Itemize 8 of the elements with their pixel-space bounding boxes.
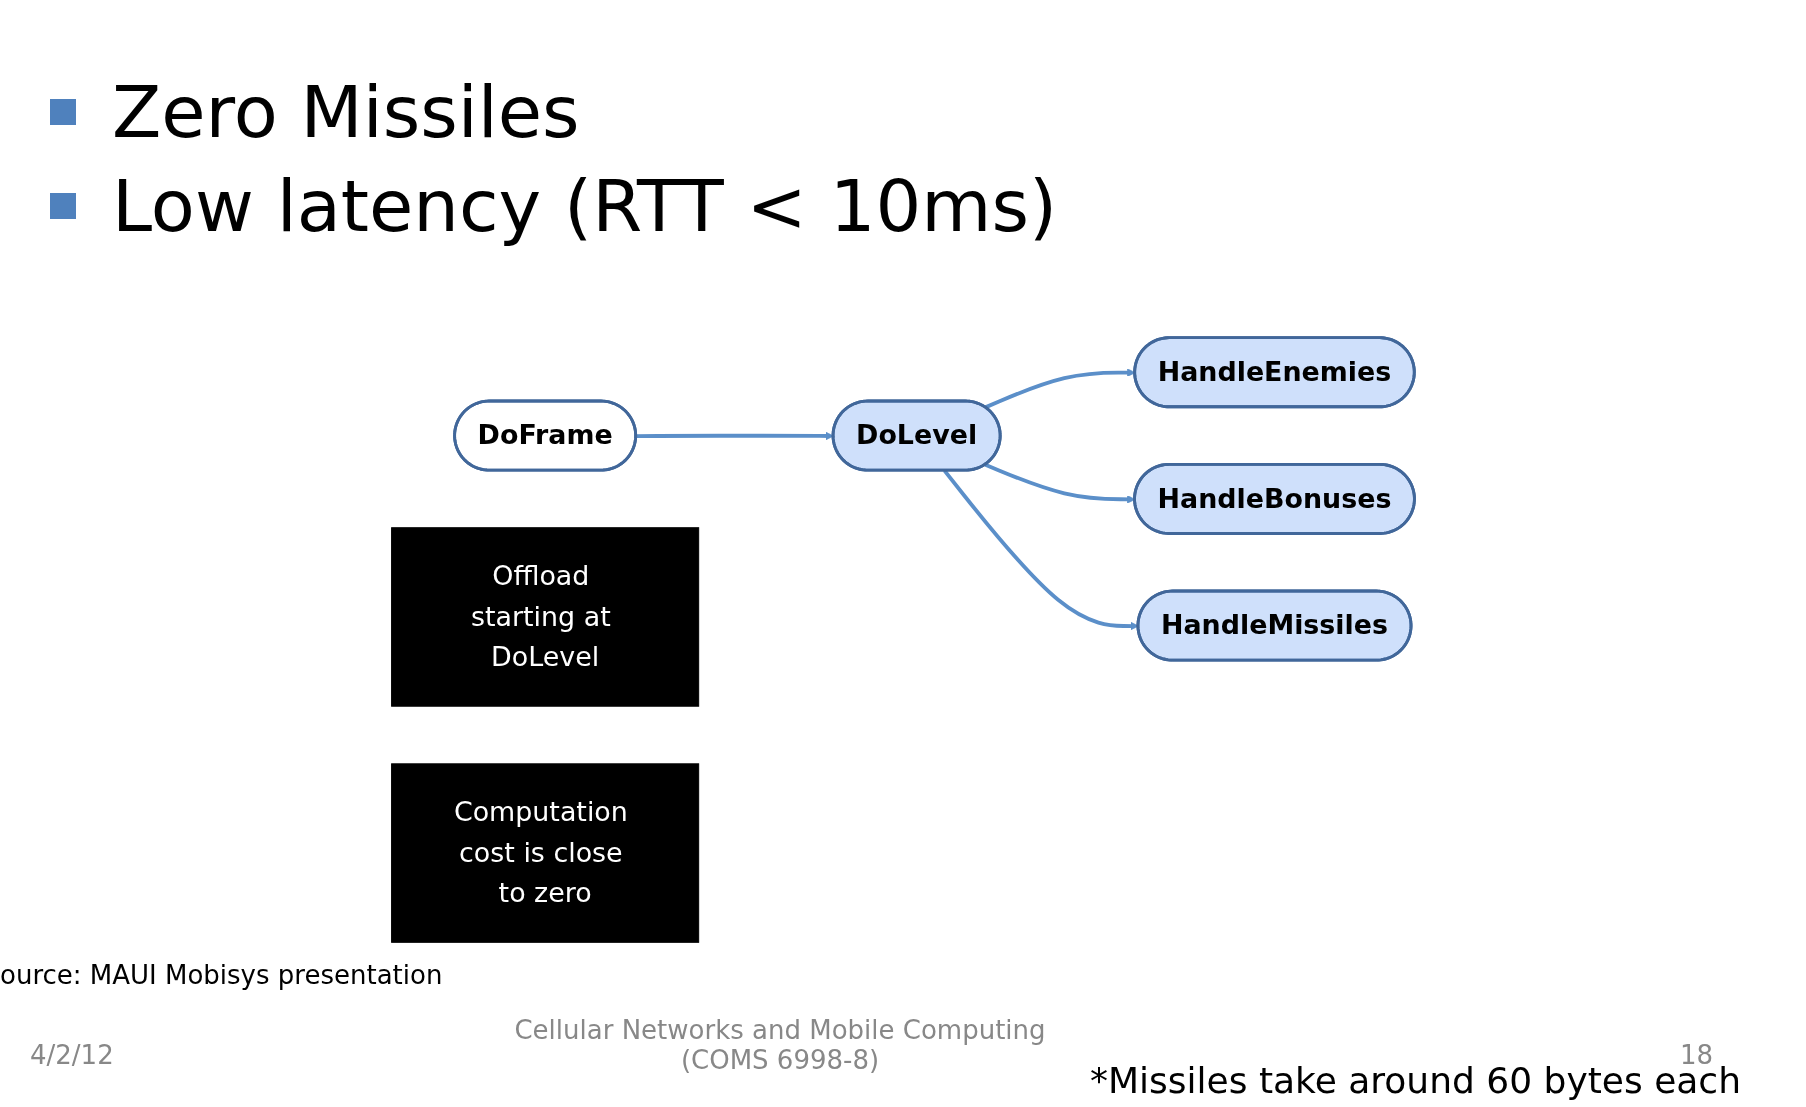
node-box: Offload starting at DoLevel [391, 527, 700, 707]
slide-date: 4/2/12 [30, 1040, 114, 1070]
source-note: ource: MAUI Mobisys presentation [0, 960, 443, 990]
bullet-text: Zero Missiles [112, 70, 580, 154]
node-box: Computation cost is close to zero [391, 763, 700, 943]
arrow [636, 431, 834, 441]
bullet-text: Low latency (RTT < 10ms) [112, 164, 1058, 248]
slide-footer: Cellular Networks and Mobile Computing (COMS 6998-8) [500, 1015, 1060, 1075]
